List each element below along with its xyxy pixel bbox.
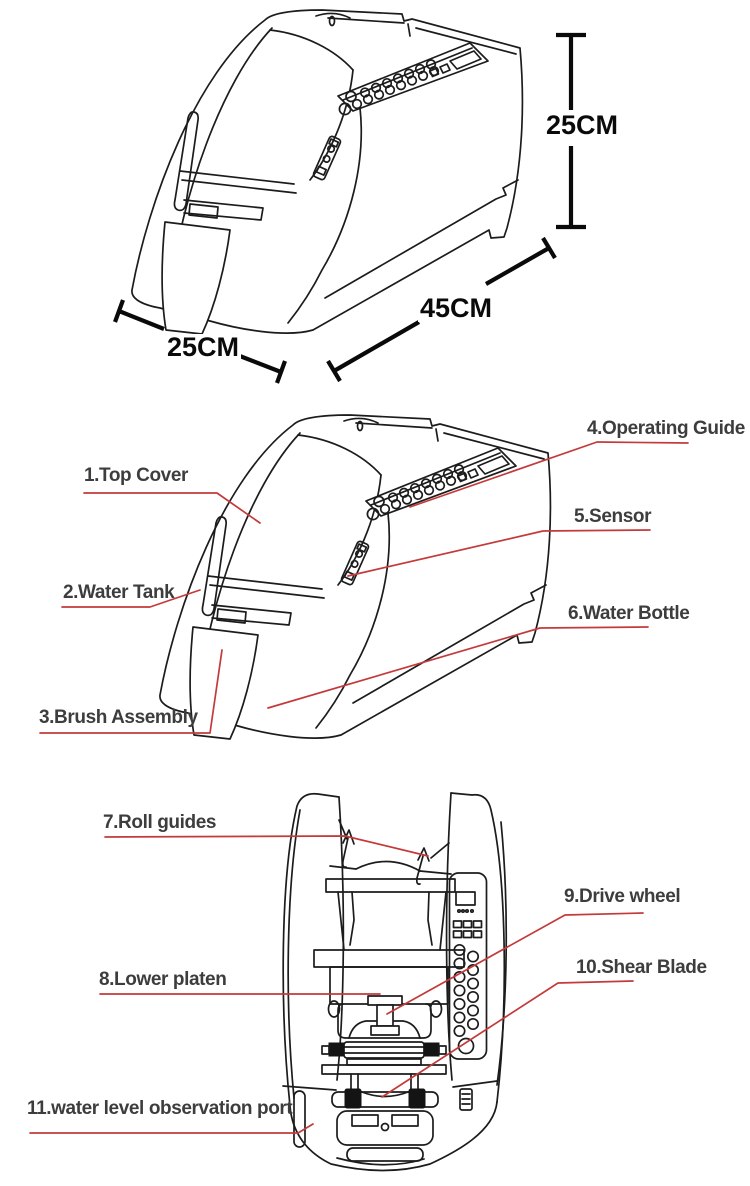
- logo-mark: [459, 1088, 473, 1111]
- shear-blade: [331, 1088, 439, 1109]
- part-label-brush-assembly: 3.Brush Assembly: [39, 707, 198, 728]
- height-dimension-line: [556, 32, 586, 230]
- width-dimension-label: 25CM: [165, 332, 242, 362]
- length-dimension-label: 45CM: [418, 293, 495, 323]
- leader-line-operating-guide: [409, 441, 689, 508]
- leader-line-top-cover: [83, 492, 261, 524]
- length-dimension-line: [326, 236, 557, 383]
- part-label-top-cover: 1.Top Cover: [84, 465, 188, 486]
- part-label-sensor: 5.Sensor: [574, 506, 652, 527]
- leader-line-brush-assembly: [39, 649, 223, 734]
- dimension-view-machine: [131, 9, 524, 335]
- drive-wheel: [367, 995, 403, 1036]
- part-label-roll-guides: 7.Roll guides: [103, 812, 217, 833]
- leader-line-water-level-port: [29, 1123, 314, 1134]
- roll-guide-left: [341, 829, 355, 868]
- leader-line-shear-blade: [381, 980, 634, 1098]
- dimension-lines: [113, 32, 586, 384]
- part-label-drive-wheel: 9.Drive wheel: [564, 886, 681, 907]
- width-dimension-line: [113, 299, 287, 384]
- side-control-panel: [448, 872, 488, 1060]
- part-label-water-tank: 2.Water Tank: [63, 582, 175, 603]
- part-label-operating-guide: 4.Operating Guide: [587, 418, 745, 439]
- part-label-water-bottle: 6.Water Bottle: [568, 603, 690, 624]
- leader-line-sensor: [347, 529, 651, 577]
- leader-line-water-tank: [61, 589, 201, 608]
- labeled-perspective-machine: [159, 414, 552, 740]
- leader-lines: [29, 441, 689, 1134]
- height-dimension-label: 25CM: [544, 110, 621, 140]
- water-level-port: [293, 1090, 306, 1148]
- part-label-lower-platen: 8.Lower platen: [99, 969, 227, 990]
- front-view-machine: [282, 792, 508, 1172]
- part-label-water-level-port: 11.water level observation port: [27, 1098, 293, 1119]
- leader-line-water-bottle: [267, 626, 649, 709]
- lower-platen: [329, 966, 449, 1005]
- leader-line-roll-guides: [104, 835, 429, 857]
- part-label-shear-blade: 10.Shear Blade: [576, 957, 707, 978]
- leader-line-drive-wheel: [386, 912, 644, 1015]
